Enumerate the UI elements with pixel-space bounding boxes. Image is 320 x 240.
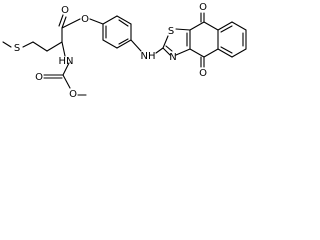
bond-s-ch2 bbox=[22, 41, 34, 48]
outer-bond-4 bbox=[231, 48, 247, 58]
bond-nh-c2 bbox=[155, 47, 164, 54]
outer-inner-1 bbox=[220, 25, 233, 33]
bond-c-o-double-b bbox=[58, 14, 64, 27]
quinone-c4a-c4 bbox=[203, 48, 219, 58]
atom-s-thiazole: S bbox=[168, 26, 174, 37]
bond-methyl-s bbox=[2, 41, 12, 48]
atom-o-carbonyl-carbamate: O bbox=[35, 72, 43, 83]
atom-nh-amine: NH bbox=[141, 51, 156, 62]
bond-ch2-ch2 bbox=[32, 41, 48, 52]
outer-bond-5 bbox=[217, 48, 233, 58]
quinone-c9-c9a bbox=[203, 21, 219, 31]
thiazole-s-c7a bbox=[175, 28, 191, 31]
atom-o-methoxy: O bbox=[69, 89, 77, 100]
thiazole-c2-s bbox=[162, 35, 169, 49]
bond-oester-ring bbox=[89, 18, 104, 25]
benzene-bond-2 bbox=[116, 15, 132, 25]
atom-labels: S O O HN O O NH N S O O bbox=[14, 2, 207, 100]
benzene-inner-2 bbox=[118, 38, 129, 45]
benzene-bond-5 bbox=[102, 39, 118, 49]
benzene-bond-4 bbox=[116, 39, 132, 49]
atom-o-ester: O bbox=[81, 14, 89, 25]
atom-s-thioether: S bbox=[14, 43, 20, 54]
bond-c-oester bbox=[61, 18, 81, 29]
outer-bond-1 bbox=[217, 21, 233, 31]
chemical-structure: S O O HN O O NH N S O O bbox=[2, 2, 247, 100]
quinone-c4-c3a bbox=[189, 48, 205, 58]
bonds bbox=[2, 12, 247, 96]
bond-nh-ccarb bbox=[62, 62, 70, 76]
atom-o-quinone-bottom: O bbox=[199, 68, 207, 79]
atom-n-thiazole: N bbox=[169, 52, 176, 63]
quinone-c7a-c9 bbox=[189, 21, 205, 31]
benzene-inner-1 bbox=[118, 19, 129, 27]
bond-ccarb-ome bbox=[62, 74, 71, 89]
thiazole-n-c2-b bbox=[165, 45, 173, 52]
outer-inner-3 bbox=[220, 46, 233, 54]
thiazole-c3a-n bbox=[175, 48, 191, 56]
bond-ring-nh bbox=[130, 39, 142, 52]
bond-c-o-double-a bbox=[61, 16, 67, 29]
atom-o-carbonyl-ester: O bbox=[61, 5, 69, 16]
bond-calpha-nh bbox=[61, 41, 66, 57]
outer-bond-2 bbox=[231, 21, 247, 31]
atom-nh-carbamate: HN bbox=[59, 56, 74, 67]
thiazole-n-c2-a bbox=[162, 47, 171, 56]
benzene-bond-1 bbox=[102, 15, 118, 25]
bond-ch2-calpha bbox=[46, 41, 63, 52]
atom-o-quinone-top: O bbox=[199, 2, 207, 13]
